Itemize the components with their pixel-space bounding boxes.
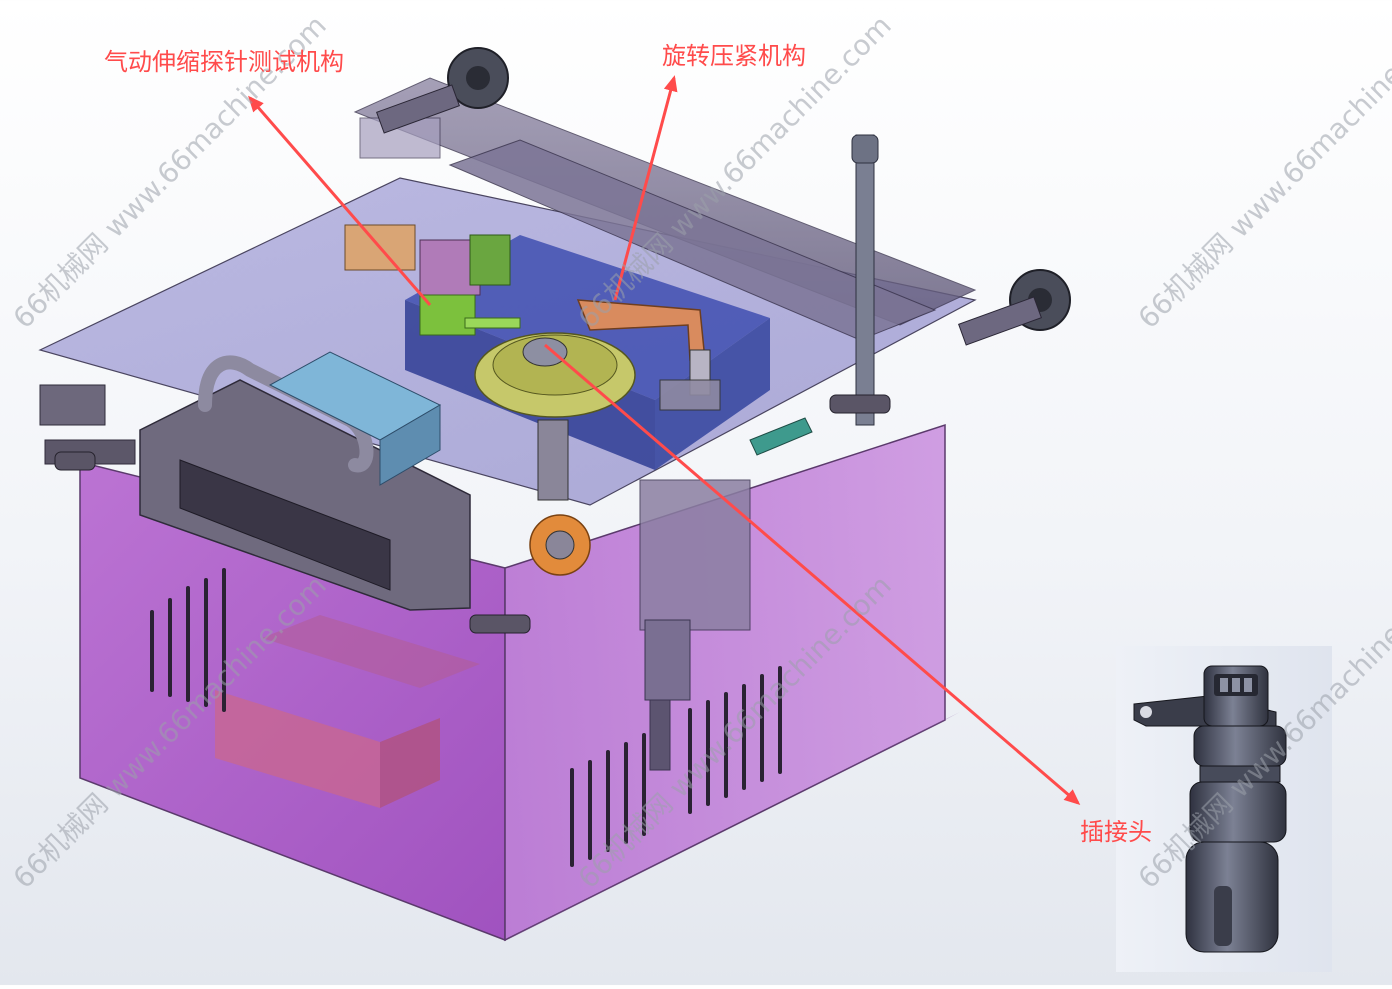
connector-icon xyxy=(1133,665,1287,953)
label-rotary-clamp: 旋转压紧机构 xyxy=(662,42,806,70)
teal-rod xyxy=(749,417,813,456)
gear xyxy=(529,514,591,576)
connector-inset xyxy=(1116,646,1332,972)
label-connector: 插接头 xyxy=(1080,818,1152,846)
slider-block xyxy=(268,351,442,486)
star-knob-left xyxy=(447,47,509,109)
front-handle-frame xyxy=(39,355,471,611)
vertical-rod xyxy=(851,134,879,426)
label-probe-mechanism: 气动伸缩探针测试机构 xyxy=(104,48,344,76)
front-vent-slots xyxy=(150,568,226,712)
